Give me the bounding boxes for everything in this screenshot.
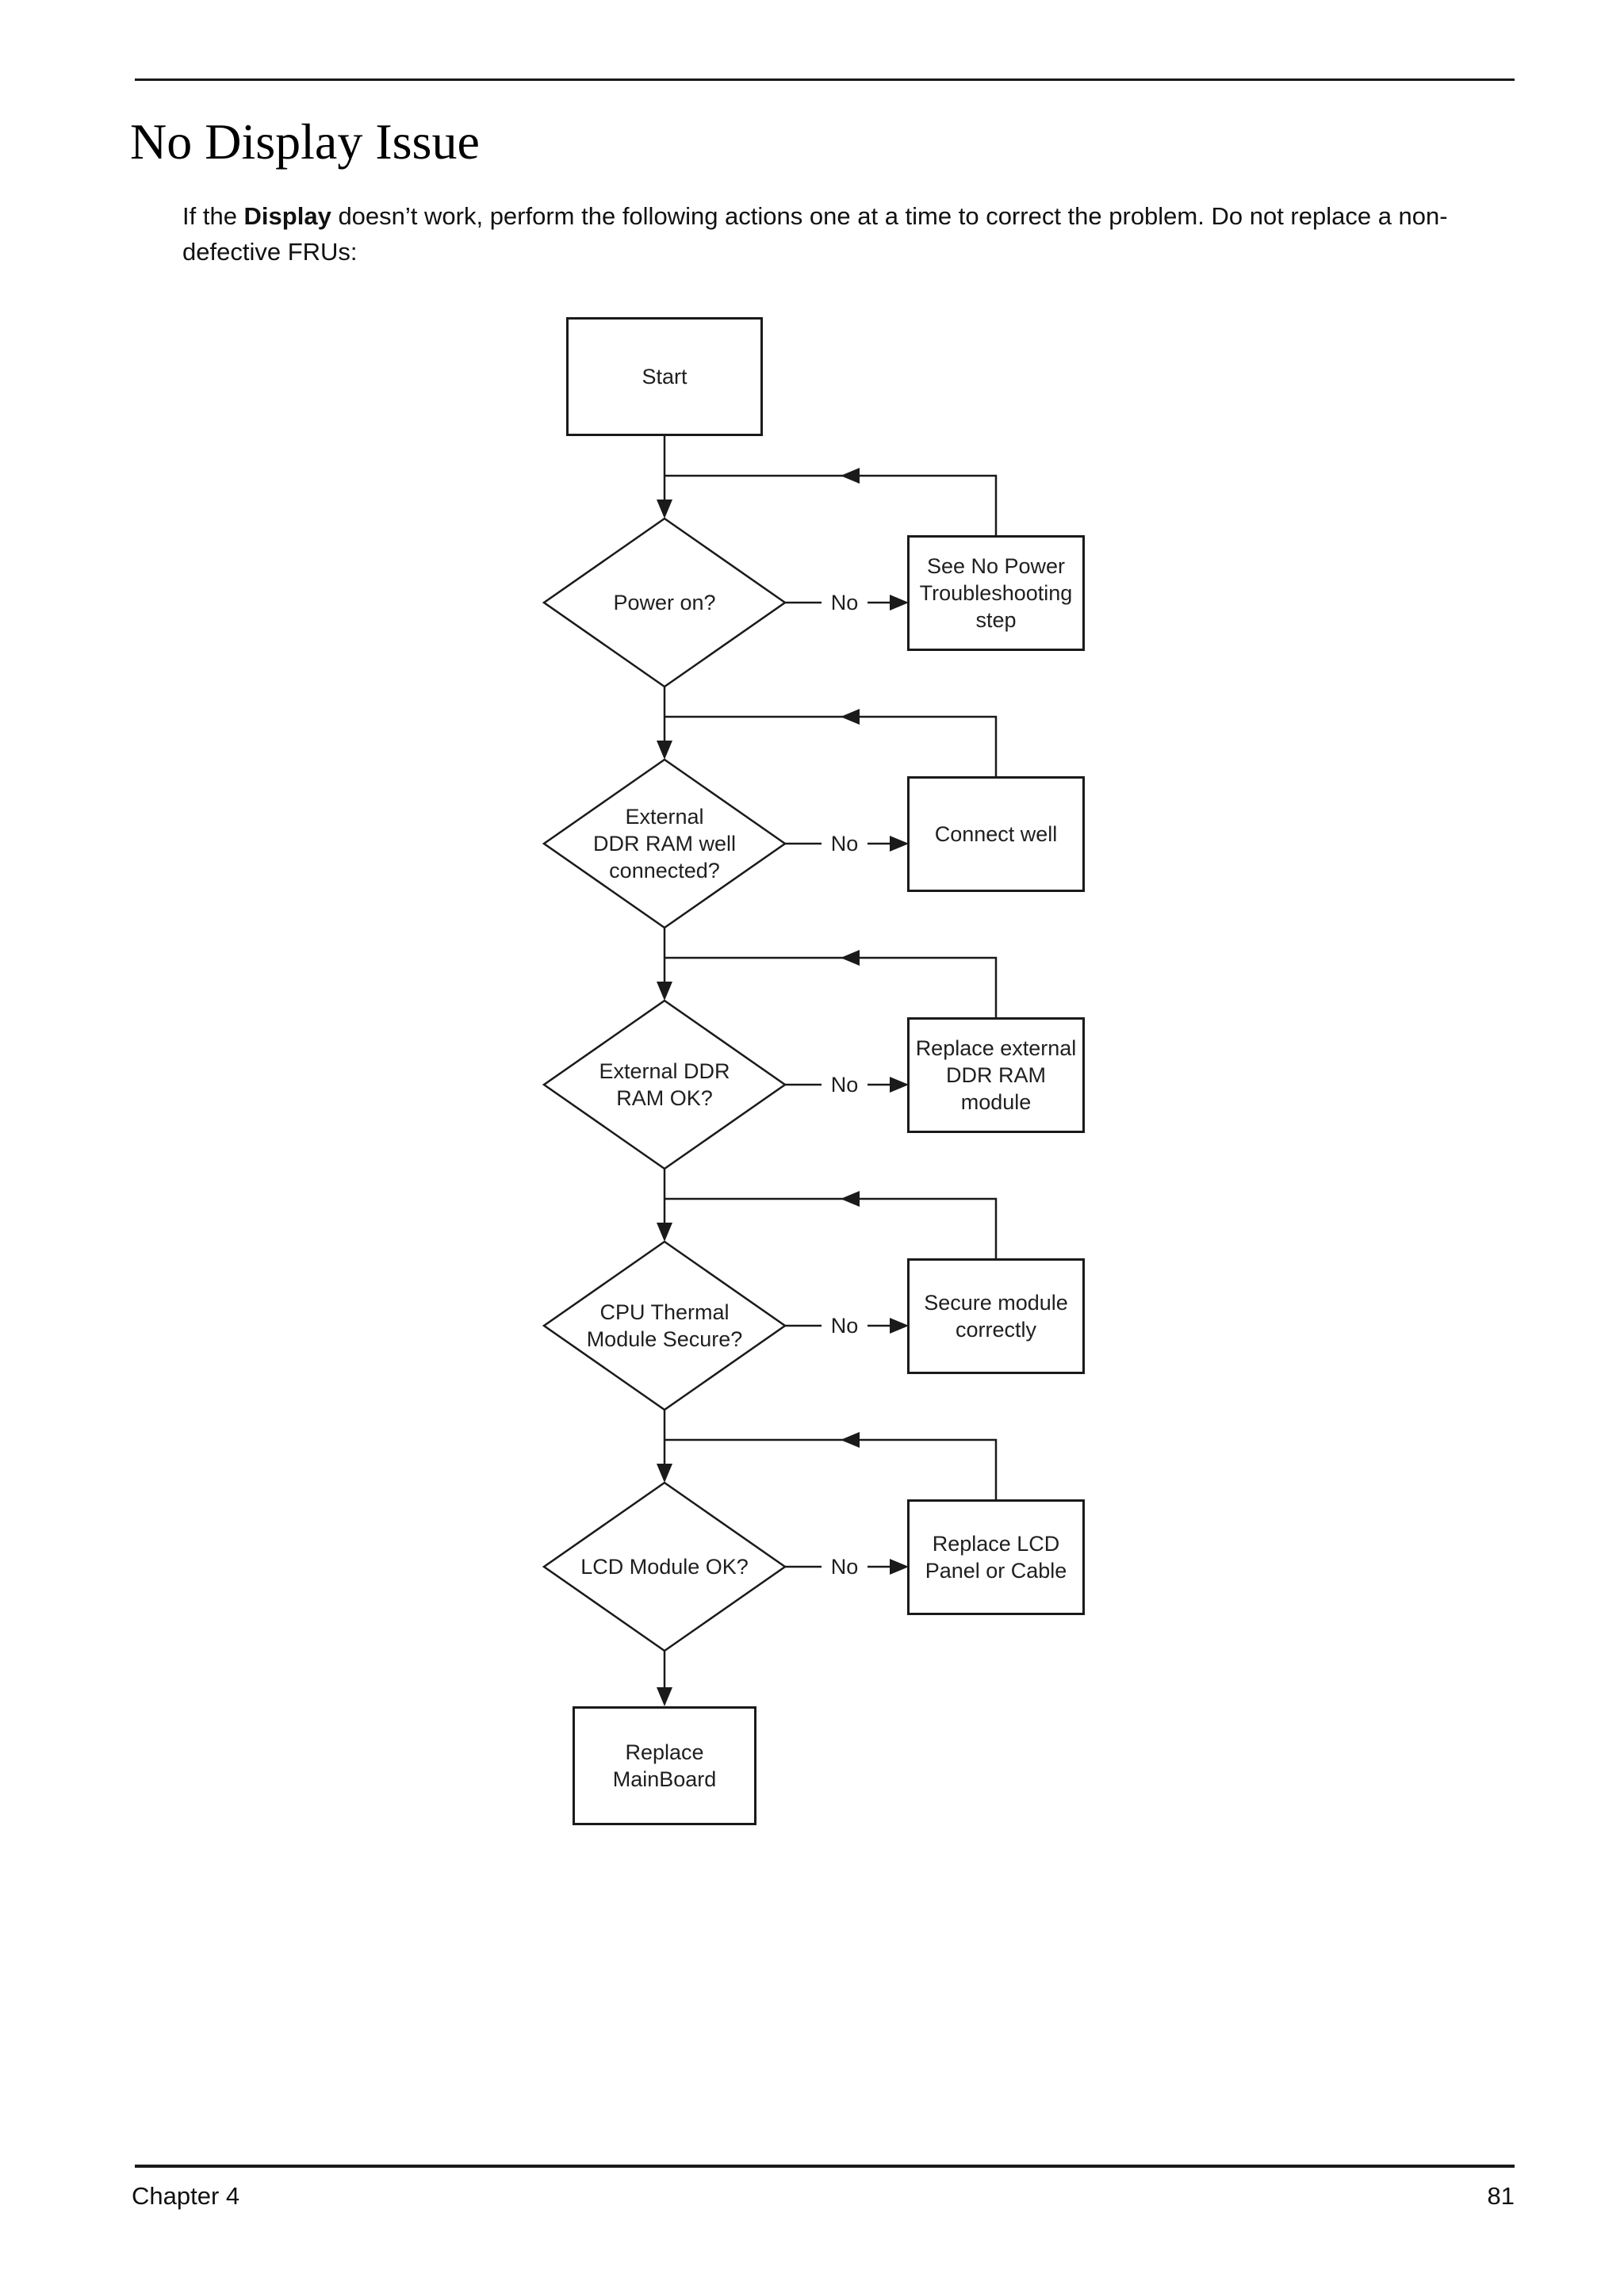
footer-chapter-label: Chapter 4: [132, 2182, 240, 2210]
page-title: No Display Issue: [130, 113, 480, 170]
intro-paragraph: If the Display doesn’t work, perform the…: [182, 198, 1507, 270]
intro-text-post: doesn’t work, perform the following acti…: [182, 202, 1448, 266]
no-branch-label-3: No: [822, 1068, 868, 1101]
intro-text-pre: If the: [182, 202, 244, 230]
arrowheads: [657, 468, 909, 1706]
flow-node-end: Replace MainBoard: [573, 1706, 756, 1825]
footer-rule: [135, 2165, 1515, 2168]
decision-label-ddr-ok: External DDR RAM OK?: [599, 1059, 730, 1110]
no-branch-label-1: No: [822, 586, 868, 619]
decision-label-ddr-connected: External DDR RAM well connected?: [592, 805, 736, 882]
diamond-cpu-thermal: [542, 1240, 787, 1411]
page-footer: Chapter 4 81: [132, 2182, 1515, 2211]
diamond-ddr-connected: [542, 758, 787, 929]
no-branch-label-5: No: [822, 1550, 868, 1583]
diamond-lcd-ok: [542, 1481, 787, 1652]
action-box-secure-module: Secure module correctly: [907, 1258, 1085, 1374]
intro-text-bold: Display: [243, 202, 331, 230]
action-box-no-power: See No Power Troubleshooting step: [907, 535, 1085, 651]
no-branch-label-4: No: [822, 1309, 868, 1342]
no-branch-label-2: No: [822, 827, 868, 860]
decision-label-cpu-thermal: CPU Thermal Module Secure?: [586, 1300, 743, 1351]
decision-diamonds: [542, 517, 787, 1652]
action-box-replace-lcd: Replace LCD Panel or Cable: [907, 1499, 1085, 1615]
action-box-connect-well: Connect well: [907, 776, 1085, 892]
diamond-ddr-ok: [542, 999, 787, 1170]
flow-node-start: Start: [566, 317, 763, 436]
header-rule: [135, 78, 1515, 81]
action-box-replace-ram: Replace external DDR RAM module: [907, 1017, 1085, 1133]
footer-page-number: 81: [1487, 2182, 1515, 2210]
decision-label-lcd-ok: LCD Module OK?: [580, 1555, 749, 1579]
diamond-power-on: [542, 517, 787, 688]
decision-label-power-on: Power on?: [613, 591, 716, 614]
